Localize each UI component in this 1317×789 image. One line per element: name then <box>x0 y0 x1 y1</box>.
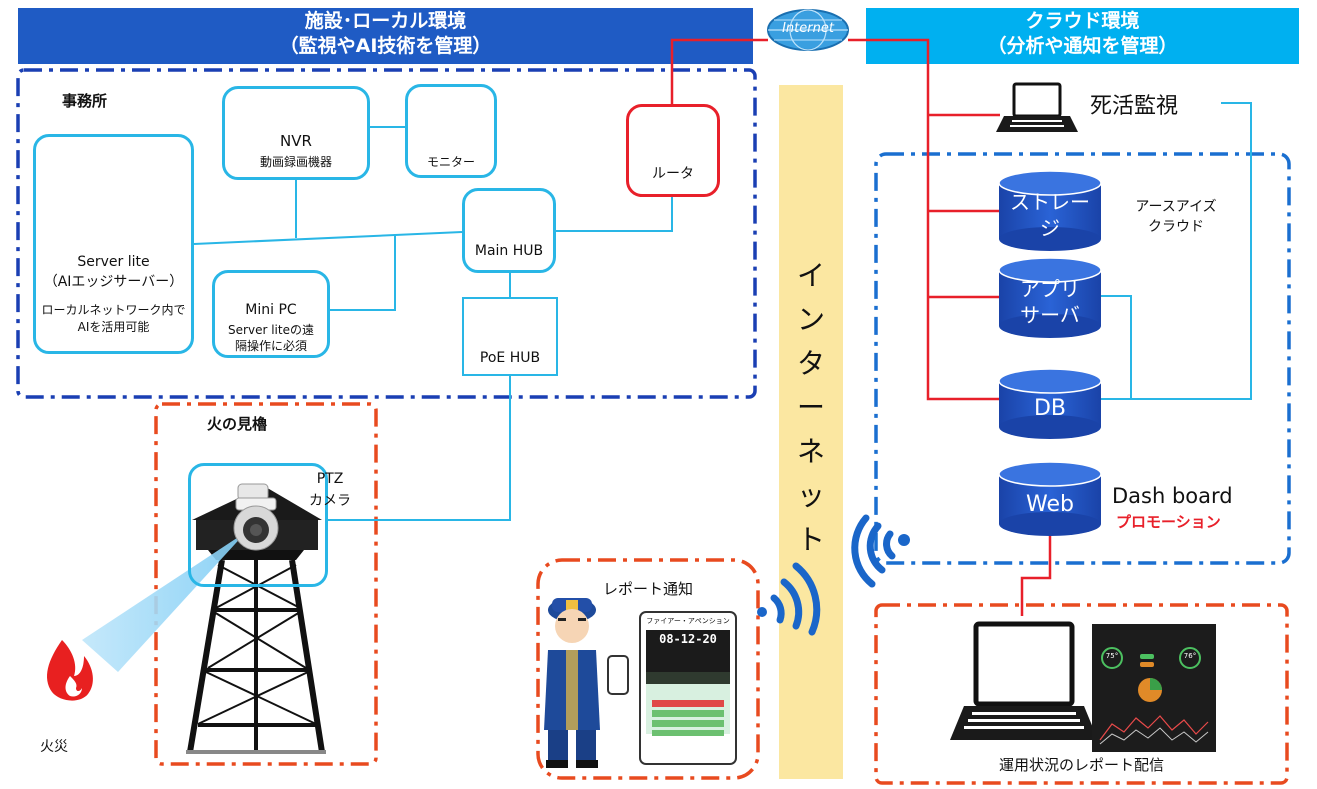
nvr-desc: 動画録画機器 <box>259 155 332 169</box>
nvr-box <box>222 86 370 180</box>
ptz-camera-box <box>188 463 328 587</box>
report-phone-header: ファイアー・アペンション <box>646 617 730 625</box>
smartphone-icon <box>607 655 629 695</box>
app-server-label-2: サーバ <box>1020 303 1080 327</box>
dashboard-screen-image <box>1092 624 1216 752</box>
storage-label-2: ジ <box>1040 216 1060 240</box>
server-lite-desc: （AIエッジサーバー） <box>43 274 184 290</box>
storage-label: ストレー ジ <box>999 189 1101 241</box>
internet-badge-label: Internet <box>782 21 834 36</box>
ptz-camera-label-1: PTZ <box>316 471 344 487</box>
monitor-box <box>405 84 497 178</box>
report-frame <box>536 558 760 780</box>
report-phone-time: 08-12-20 <box>659 632 717 646</box>
office-title: 事務所 <box>62 92 108 110</box>
mini-pc-note-2: 隔操作に必須 <box>234 339 307 353</box>
monitoring-label: 死活監視 <box>1090 94 1179 119</box>
dashboard-delivery-label: 運用状況のレポート配信 <box>998 756 1164 774</box>
cloud-name-line-2: クラウド <box>1148 219 1204 235</box>
poe-hub-label: PoE HUB <box>479 350 541 366</box>
office-frame <box>16 68 757 399</box>
report-title: レポート通知 <box>602 580 693 598</box>
server-lite-note-2: AIを活用可能 <box>77 320 150 334</box>
facility-header-subtitle: （監視やAI技術を管理） <box>279 35 492 57</box>
web-label: Web <box>1026 492 1074 517</box>
cloud-header-subtitle: （分析や通知を管理） <box>987 35 1178 57</box>
local-network-lines <box>193 102 1252 521</box>
nvr-name: NVR <box>280 132 312 150</box>
dashboard-laptop-icon <box>950 621 1098 740</box>
monitoring-laptop-icon <box>996 82 1078 132</box>
firefighter-icon <box>544 598 600 768</box>
cloud-name-line-1: アースアイズ <box>1135 199 1217 215</box>
cloud-frame <box>874 152 1291 565</box>
main-hub-box <box>462 188 556 273</box>
router-label: ルータ <box>652 166 694 182</box>
server-lite-box <box>33 134 194 354</box>
mini-pc-note-1: Server liteの遠 <box>228 323 314 337</box>
dashboard-gauge-1: 75° <box>1105 652 1119 660</box>
poe-hub-box <box>462 297 558 376</box>
app-server-label-1: アプリ <box>1020 277 1080 301</box>
internet-column-label: インターネット <box>796 259 825 556</box>
report-tablet-icon <box>639 611 737 765</box>
fire-label: 火災 <box>40 739 68 755</box>
facility-header: 施設･ローカル環境 （監視やAI技術を管理） <box>18 9 753 59</box>
internet-globe-icon <box>767 9 849 51</box>
monitor-label: モニター <box>426 155 475 169</box>
fire-icon <box>47 640 93 701</box>
ptz-camera-icon <box>233 483 279 551</box>
dashboard-frame <box>874 603 1289 785</box>
internet-column-bg <box>779 85 843 779</box>
internet-lines <box>670 38 1052 616</box>
tower-title: 火の見櫓 <box>207 415 268 433</box>
main-hub-label: Main HUB <box>474 243 544 259</box>
app-server-cylinder <box>998 257 1102 338</box>
ptz-camera-label-2: カメラ <box>309 493 351 509</box>
db-label: DB <box>1033 396 1067 421</box>
app-server-label: アプリ サーバ <box>999 276 1101 328</box>
mini-pc-box <box>212 270 330 358</box>
promotion-label: プロモーション <box>1116 513 1221 531</box>
cloud-header-title: クラウド環境 <box>1025 10 1140 32</box>
report-wifi-icon <box>757 562 821 636</box>
facility-header-title: 施設･ローカル環境 <box>304 10 467 32</box>
storage-cylinder <box>998 170 1102 251</box>
web-cylinder <box>998 461 1102 536</box>
mini-pc-name: Mini PC <box>245 302 297 318</box>
cloud-header-bg <box>866 8 1299 64</box>
camera-view-beam <box>82 532 246 672</box>
router-box <box>626 104 720 197</box>
dashboard-gauge-2: 76° <box>1183 652 1197 660</box>
db-cylinder <box>998 368 1102 439</box>
server-lite-note-1: ローカルネットワーク内で <box>41 303 186 317</box>
facility-header-bg <box>18 8 753 64</box>
storage-label-1: ストレー <box>1010 190 1090 214</box>
server-lite-name: Server lite <box>77 254 150 270</box>
dashboard-label: Dash board <box>1112 484 1233 508</box>
cloud-wifi-icon <box>851 514 910 588</box>
cloud-header: クラウド環境 （分析や通知を管理） <box>866 9 1299 59</box>
